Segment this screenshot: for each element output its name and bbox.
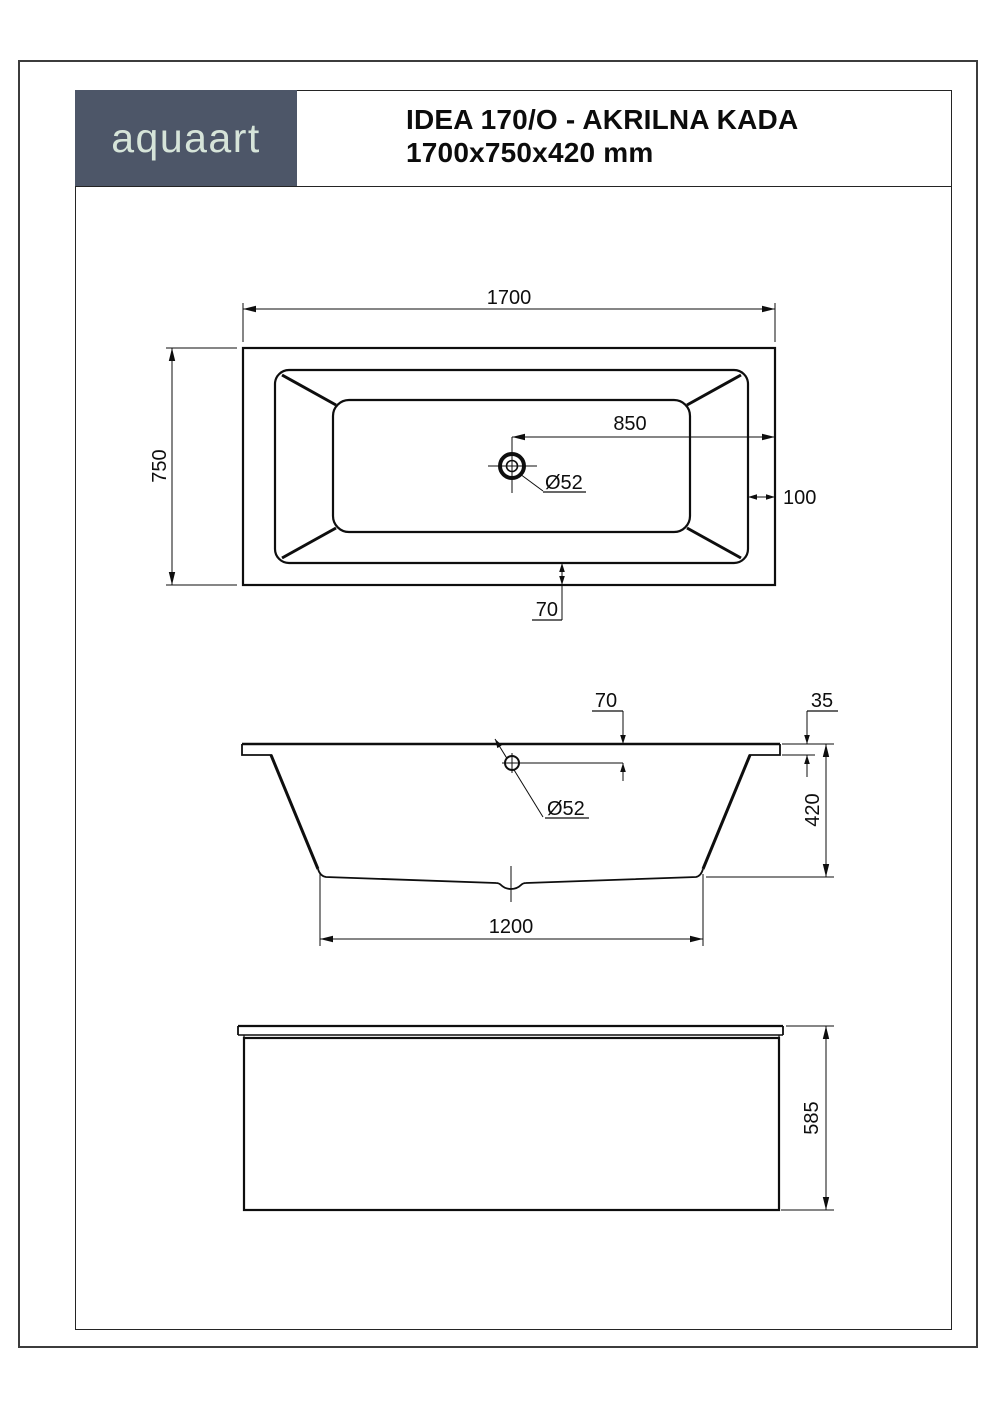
dim-label-750: 750: [149, 449, 171, 482]
dim-1200: 1200: [319, 874, 704, 946]
front-view: 585: [237, 1024, 834, 1212]
dim-label-35: 35: [811, 690, 833, 712]
dim-750: 750: [149, 347, 237, 586]
product-size: 1700x750x420 mm: [406, 137, 654, 168]
drain-side-view: Ø52: [494, 738, 623, 820]
dim-70-top: 70: [532, 563, 565, 621]
side-view: Ø52 70 35 420: [241, 690, 838, 946]
brand-logo: aquaart: [111, 114, 261, 161]
corner-slopes: [281, 373, 742, 560]
top-view: 1700 750 850 Ø52 100: [149, 287, 816, 621]
dim-label-420: 420: [802, 793, 824, 826]
drawing-frame: [75, 90, 952, 1330]
front-panel: [242, 1036, 781, 1212]
drain-diameter-callout-top: Ø52: [519, 472, 586, 494]
tub-rim-edge: [273, 368, 750, 565]
dim-label-1700: 1700: [487, 287, 532, 309]
rim-strip: [237, 1024, 784, 1038]
left-flange: [241, 744, 272, 756]
dim-label-585: 585: [801, 1101, 823, 1134]
drain-label-top: Ø52: [545, 472, 583, 494]
dim-label-1200: 1200: [489, 916, 534, 938]
title-bar: [75, 90, 952, 187]
dim-100: 100: [748, 487, 816, 509]
dim-1700: 1700: [242, 287, 776, 342]
dim-35: 35: [782, 690, 838, 777]
right-flange: [749, 744, 781, 756]
sheet-outer-border: [18, 60, 978, 1348]
dim-70-side: 70: [592, 690, 626, 781]
drawing-title: IDEA 170/O - AKRILNA KADA 1700x750x420 m…: [406, 103, 798, 169]
dim-label-70-side: 70: [595, 690, 617, 712]
dim-label-100: 100: [783, 487, 816, 509]
drain-label-side: Ø52: [547, 798, 585, 820]
dim-585: 585: [781, 1025, 834, 1211]
tub-outer-edge: [241, 346, 777, 587]
tub-basin-bottom: [331, 398, 692, 534]
left-wall: [269, 754, 320, 870]
right-wall: [701, 754, 752, 870]
dim-label-850: 850: [613, 413, 646, 435]
dim-420: 420: [706, 743, 834, 878]
drain-top-view: [488, 437, 537, 493]
product-name: IDEA 170/O - AKRILNA KADA: [406, 104, 799, 135]
brand-logo-box: aquaart: [75, 90, 297, 186]
dim-label-70-top: 70: [536, 599, 558, 621]
dim-850: 850: [512, 413, 775, 441]
drain-leader: [494, 738, 544, 818]
